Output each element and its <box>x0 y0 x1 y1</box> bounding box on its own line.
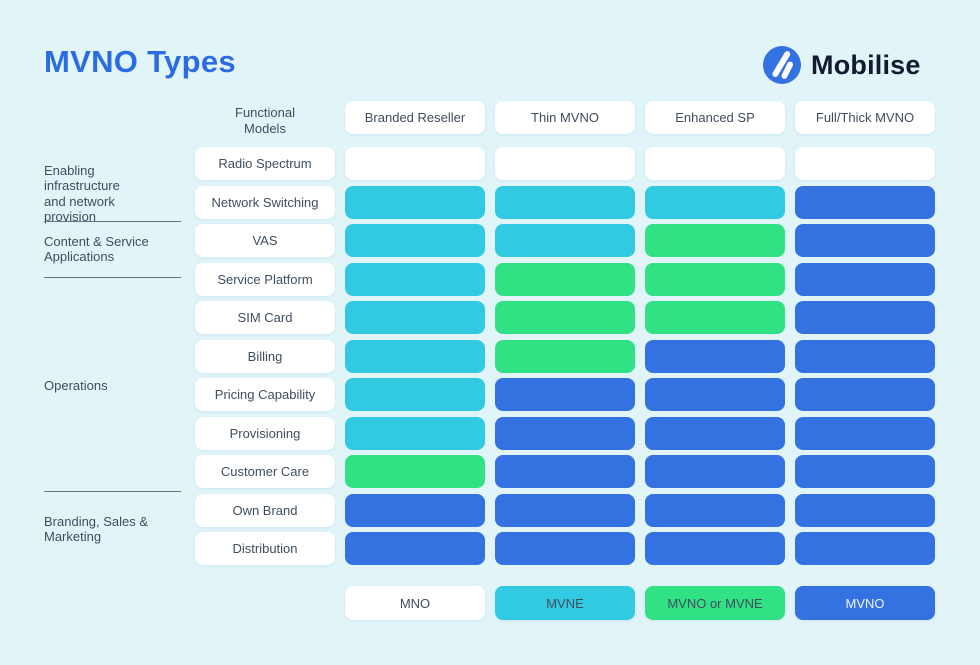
matrix-cell <box>795 224 935 257</box>
brand-name: Mobilise <box>811 49 921 80</box>
matrix-cell <box>345 455 485 488</box>
legend-item-mvno: MVNO <box>795 586 935 620</box>
group-divider <box>44 221 181 222</box>
matrix-cell <box>645 301 785 334</box>
matrix-cell <box>495 147 635 180</box>
matrix-cell <box>795 301 935 334</box>
row-label: SIM Card <box>195 301 335 334</box>
matrix-cell <box>345 263 485 296</box>
matrix-cell <box>495 263 635 296</box>
matrix-cell <box>495 301 635 334</box>
matrix-cell <box>795 378 935 411</box>
row-group-enabling-infrastructure: Enabling infrastructure and network prov… <box>44 163 120 224</box>
matrix-cell <box>345 301 485 334</box>
column-header: Enhanced SP <box>645 101 785 134</box>
matrix-cell <box>495 494 635 527</box>
matrix-cell <box>345 186 485 219</box>
matrix-cell <box>645 532 785 565</box>
matrix-cell <box>495 455 635 488</box>
row-group-content-service-applications: Content & Service Applications <box>44 234 149 265</box>
matrix-cell <box>345 378 485 411</box>
matrix-cell <box>795 147 935 180</box>
matrix-cell <box>345 532 485 565</box>
matrix-cell <box>645 455 785 488</box>
row-label: Provisioning <box>195 417 335 450</box>
row-label: Service Platform <box>195 263 335 296</box>
matrix-cell <box>495 378 635 411</box>
matrix-cell <box>345 340 485 373</box>
row-label: Pricing Capability <box>195 378 335 411</box>
matrix-cell <box>345 147 485 180</box>
row-label: Customer Care <box>195 455 335 488</box>
matrix-cell <box>345 224 485 257</box>
row-label: Network Switching <box>195 186 335 219</box>
mobilise-logo-icon <box>763 46 801 84</box>
column-header: Branded Reseller <box>345 101 485 134</box>
matrix-cell <box>795 455 935 488</box>
matrix-cell <box>645 340 785 373</box>
matrix-cell <box>495 532 635 565</box>
matrix-cell <box>795 340 935 373</box>
matrix-cell <box>495 417 635 450</box>
matrix-cell <box>645 378 785 411</box>
matrix-cell <box>495 224 635 257</box>
group-divider <box>44 491 181 492</box>
matrix-cell <box>495 186 635 219</box>
matrix-cell <box>645 224 785 257</box>
brand-logo: Mobilise <box>763 46 921 84</box>
row-label: Own Brand <box>195 494 335 527</box>
matrix-cell <box>345 417 485 450</box>
column-header: Full/Thick MVNO <box>795 101 935 134</box>
page-title: MVNO Types <box>44 44 236 79</box>
row-label: Billing <box>195 340 335 373</box>
group-divider <box>44 277 181 278</box>
row-group-operations: Operations <box>44 378 108 393</box>
matrix-cell <box>795 494 935 527</box>
matrix-cell <box>345 494 485 527</box>
corner-label-functional-models: Functional Models <box>235 105 295 137</box>
matrix-cell <box>795 186 935 219</box>
matrix-cell <box>795 532 935 565</box>
matrix-cell <box>495 340 635 373</box>
row-label: VAS <box>195 224 335 257</box>
matrix-cell <box>645 186 785 219</box>
column-header: Thin MVNO <box>495 101 635 134</box>
row-label: Radio Spectrum <box>195 147 335 180</box>
matrix-cell <box>645 417 785 450</box>
legend-item-mvne: MVNE <box>495 586 635 620</box>
row-group-branding-sales-marketing: Branding, Sales & Marketing <box>44 514 149 545</box>
legend-item-mvno_or_mvne: MVNO or MVNE <box>645 586 785 620</box>
row-label: Distribution <box>195 532 335 565</box>
matrix-cell <box>795 263 935 296</box>
matrix-cell <box>645 147 785 180</box>
legend-item-mno: MNO <box>345 586 485 620</box>
matrix-cell <box>795 417 935 450</box>
matrix-cell <box>645 263 785 296</box>
matrix-cell <box>645 494 785 527</box>
